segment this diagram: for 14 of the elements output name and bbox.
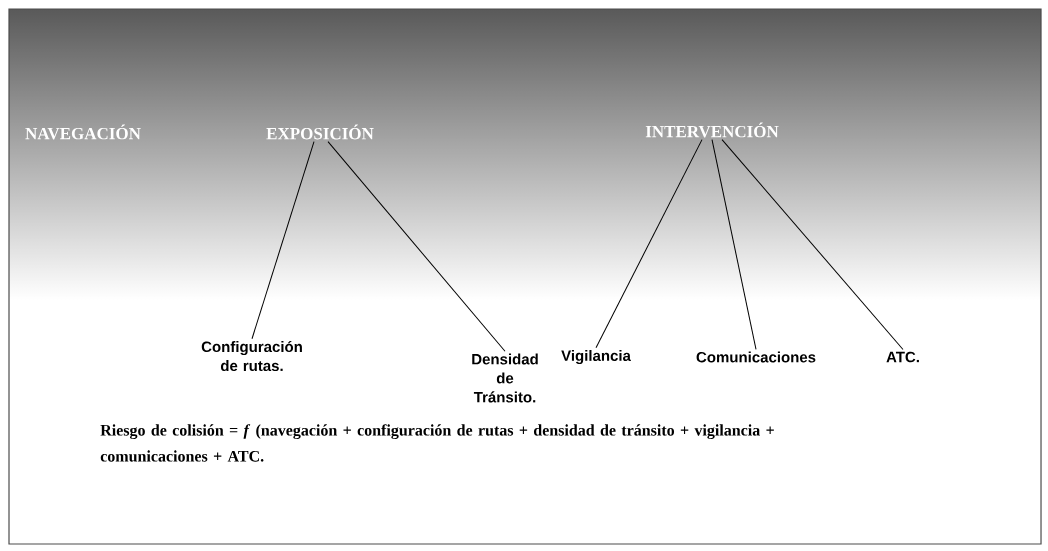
connector-line (721, 139, 904, 350)
heading-text: INTERVENCIÓN (645, 122, 779, 138)
formula-note: Riesgo de colisión = f (navegación + configuración de rutas + densidad de tránsito + vigilancia + comunicaciones + ATC. (100, 424, 774, 462)
branch-label: ATC. (886, 351, 919, 363)
connector-line (711, 139, 757, 350)
heading-text: EXPOSICIÓN (266, 124, 374, 140)
connector-line (251, 141, 315, 340)
branch-label: Densidad de Tránsito. (472, 353, 538, 403)
connector-line (595, 139, 703, 349)
connector-line (327, 141, 506, 352)
branch-label: Comunicaciones (696, 351, 816, 363)
branch-label: Vigilancia (561, 350, 631, 365)
heading-text: NAVEGACIÓN (25, 124, 141, 140)
branch-label: Configuración de rutas. (201, 340, 302, 372)
